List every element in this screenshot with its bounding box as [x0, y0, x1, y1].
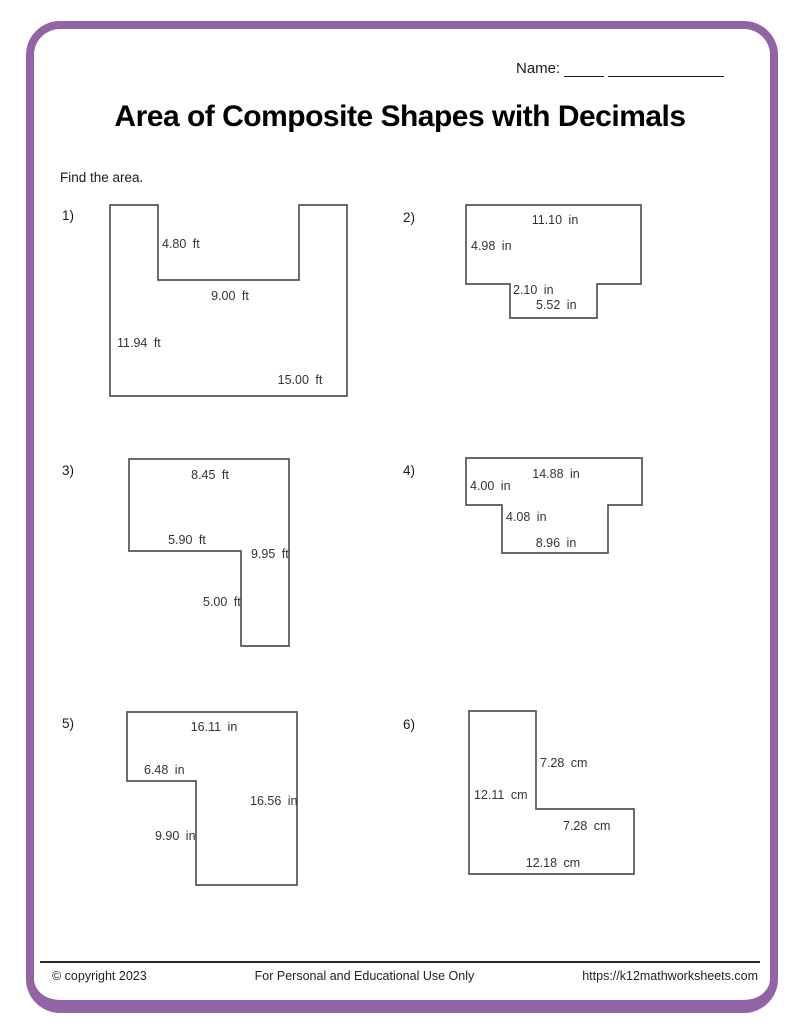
dimension-label: 7.28 cm [540, 756, 587, 770]
dimension-label: 9.95 ft [251, 547, 289, 561]
composite-shape-outline [109, 204, 348, 397]
dimension-label: 8.45 ft [191, 468, 229, 482]
problem-number: 4) [403, 463, 415, 478]
composite-shape-outline [465, 457, 643, 554]
problem-number: 6) [403, 717, 415, 732]
problem-number: 5) [62, 716, 74, 731]
name-blank-line[interactable] [564, 60, 605, 77]
problem-number: 1) [62, 208, 74, 223]
page-title: Area of Composite Shapes with Decimals [114, 100, 686, 133]
dimension-label: 12.11 cm [474, 788, 528, 802]
dimension-label: 8.96 in [536, 536, 577, 550]
problem-figure: 1) 4.80 ft 9.00 ft 11.94 ft 15.00 ft [62, 204, 348, 397]
dimension-label: 14.88 in [532, 467, 580, 481]
problem-figure: 5) 16.11 in 6.48 in 16.56 in 9.90 in [62, 711, 298, 886]
name-label: Name: [516, 60, 561, 77]
problem-number: 2) [403, 210, 415, 225]
dimension-label: 4.80 ft [162, 237, 200, 251]
dimension-label: 12.18 cm [526, 856, 580, 870]
dimension-label: 2.10 in [513, 283, 554, 297]
dimension-label: 5.90 ft [168, 533, 206, 547]
footer-usage-note: For Personal and Educational Use Only [254, 969, 475, 983]
composite-shape-outline [126, 711, 298, 886]
dimension-label: 5.00 ft [203, 595, 241, 609]
dimension-label: 16.11 in [191, 720, 238, 734]
composite-shape-outline [465, 204, 642, 319]
instruction-text: Find the area. [60, 170, 144, 185]
problem-figure: 3) 8.45 ft 5.90 ft 9.95 ft 5.00 ft [62, 458, 290, 647]
footer: © copyright 2023 For Personal and Educat… [52, 969, 758, 983]
composite-shape-outline [128, 458, 290, 647]
problem-number: 3) [62, 463, 74, 478]
dimension-label: 9.00 ft [211, 289, 249, 303]
dimension-label: 15.00 ft [278, 373, 323, 387]
composite-shape-outline [468, 710, 635, 875]
problem-figure: 6) 7.28 cm 12.11 cm 7.28 cm 12.18 cm [403, 710, 635, 875]
dimension-label: 9.90 in [155, 829, 196, 843]
name-row: Name: [516, 60, 725, 77]
dimension-label: 4.00 in [470, 479, 511, 493]
dimension-label: 16.56 in [250, 794, 298, 808]
name-blank-line[interactable] [608, 60, 725, 77]
dimension-label: 4.98 in [471, 239, 512, 253]
problem-figure: 2) 11.10 in 4.98 in 2.10 in5.52 in [403, 204, 642, 319]
dimension-label: 11.94 ft [117, 336, 161, 350]
problem-figure: 4) 14.88 in 4.00 in 4.08 in 8.96 in [403, 457, 643, 554]
dimension-label: 11.10 in [532, 213, 579, 227]
dimension-label: 7.28 cm [563, 819, 610, 833]
dimension-label: 6.48 in [144, 763, 185, 777]
footer-copyright: © copyright 2023 [52, 969, 147, 983]
footer-divider [40, 961, 760, 963]
footer-url-link[interactable]: https://k12mathworksheets.com [582, 969, 758, 983]
dimension-label: 5.52 in [536, 298, 577, 312]
dimension-label: 4.08 in [506, 510, 547, 524]
